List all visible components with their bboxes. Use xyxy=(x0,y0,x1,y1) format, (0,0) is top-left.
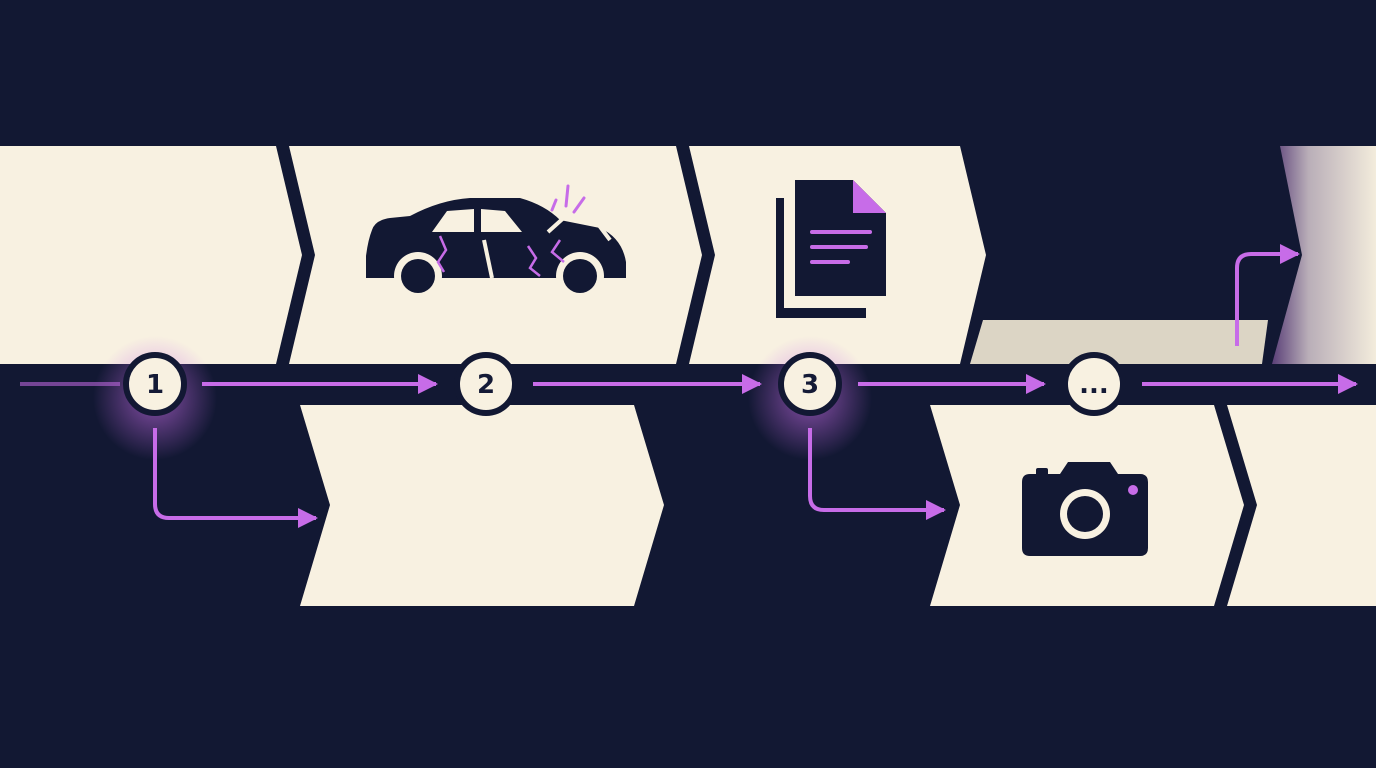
branch-3-down xyxy=(808,428,946,520)
node-3-label: 3 xyxy=(801,370,819,400)
node-1-label: 1 xyxy=(146,370,164,400)
panel-5-bottom xyxy=(1227,405,1376,606)
branch-1-down xyxy=(153,428,318,528)
node-2-circle xyxy=(454,352,518,416)
node-4-circle xyxy=(1062,352,1126,416)
timeline-node-1[interactable]: 1 xyxy=(123,352,187,416)
node-2-label: 2 xyxy=(477,370,495,400)
document-icon xyxy=(776,180,886,318)
bottom-panel-row xyxy=(300,405,1376,606)
camera-icon xyxy=(1022,462,1148,556)
panel-4-top xyxy=(970,320,1268,364)
panel-5-top xyxy=(1272,146,1376,364)
panel-1-top xyxy=(0,146,302,364)
panel-2-bottom xyxy=(300,405,664,606)
timeline-node-3[interactable]: 3 xyxy=(778,352,842,416)
branch-connectors xyxy=(153,244,1300,528)
node-3-circle xyxy=(778,352,842,416)
node-1-circle xyxy=(123,352,187,416)
node-4-label: ... xyxy=(1079,370,1109,400)
damaged-car-icon xyxy=(366,184,626,300)
top-panel-row xyxy=(0,146,1376,364)
timeline-node-4[interactable]: ... xyxy=(1062,352,1126,416)
timeline-node-2[interactable]: 2 xyxy=(454,352,518,416)
branch-up xyxy=(1235,244,1300,346)
